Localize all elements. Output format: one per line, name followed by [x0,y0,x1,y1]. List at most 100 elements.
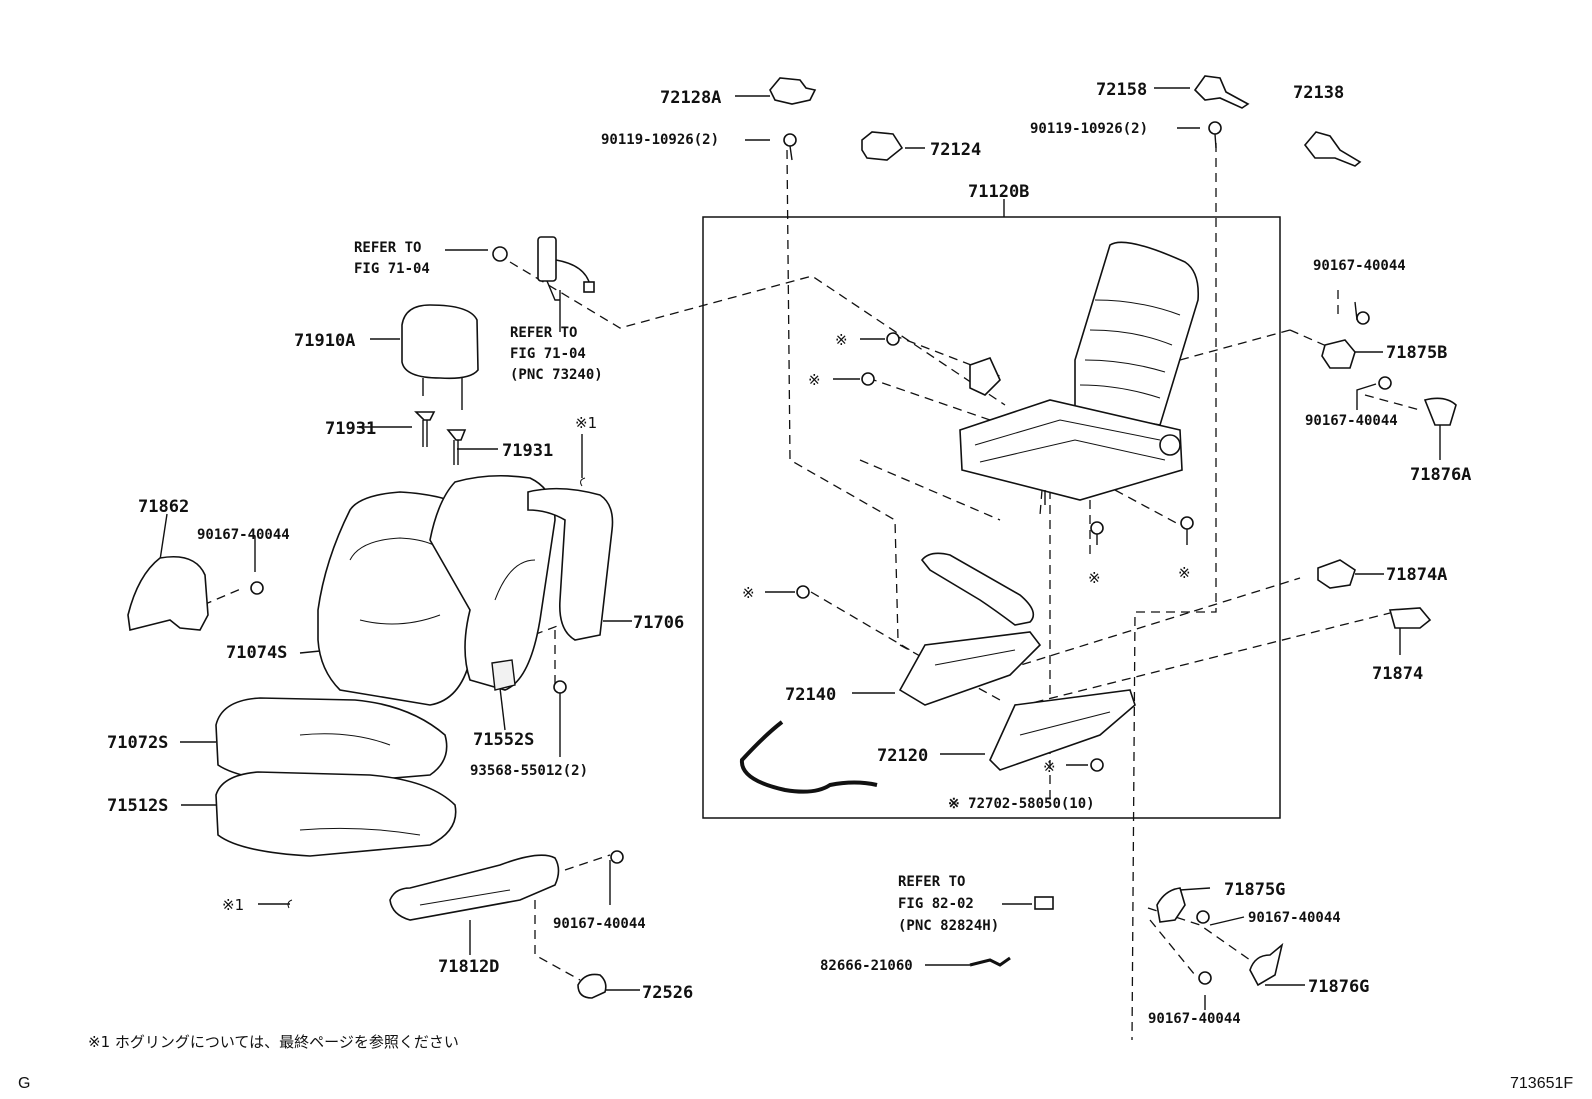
bolt-icon [1090,758,1104,772]
refer-fig-label: FIG 71-04 [354,261,430,277]
cover-71875g [1156,887,1186,923]
leader-lines [159,87,1441,1010]
label-71072s: 71072S [107,733,168,753]
label-71875b: 71875B [1386,343,1447,363]
label-71874a: 71874A [1386,565,1447,585]
label-90167-left: 90167-40044 [197,527,290,543]
seat-frame-71120b [959,241,1200,505]
seat-rail-bar [920,552,1035,626]
knob-72526 [577,973,607,999]
wire-harness-82666 [969,956,1011,967]
label-72124: 72124 [930,140,981,160]
cover-71876g [1249,942,1284,987]
figure-code: 713651F [1510,1075,1573,1092]
headrest-guide [414,411,436,447]
label-93568: 93568-55012(2) [470,763,588,779]
label-90167-bottom: 90167-40044 [553,916,646,932]
seat-frame-assembly-box [702,216,1281,819]
bolt-icon [610,850,624,864]
hog-ring-icon [287,899,293,909]
label-71812d: 71812D [438,957,499,977]
side-cover-seam [419,889,511,906]
cover-71874 [1388,607,1432,629]
corner-letter: G [18,1075,30,1092]
label-72138: 72138 [1293,83,1344,103]
label-90119-right: 90119-10926(2) [1030,121,1148,137]
cushion-cover-seam [299,733,391,746]
label-71931-left: 71931 [325,419,376,439]
label-90167-r1: 90167-40044 [1313,258,1406,274]
label-71874: 71874 [1372,664,1423,684]
seatback-pad-seam [494,559,536,601]
label-90167-r2: 90167-40044 [1305,413,1398,429]
label-71074s: 71074S [226,643,287,663]
refer-to-label: REFER TO [510,325,577,341]
label-72140: 72140 [785,685,836,705]
adjuster-lever [739,720,878,794]
ref-mark-icon: ※ [1043,758,1056,776]
seatback-cover-seam [359,614,441,625]
connector-82824h [1034,896,1054,910]
label-71910a: 71910A [294,331,355,351]
refer-pnc-label: (PNC 82824H) [898,918,999,934]
label-71512s: 71512S [107,796,168,816]
ref-mark-icon: ※ [1178,564,1191,582]
cover-71875b [1321,339,1356,369]
label-71862: 71862 [138,497,189,517]
ref-mark-icon: ※ [835,331,848,349]
bolt-icon [1180,516,1194,545]
bracket-72124 [861,131,904,161]
headrest-guide [446,429,467,465]
refer-fig-label: FIG 71-04 [510,346,586,362]
hog-ring-icon [580,477,586,487]
seat-belt-buckle [537,236,595,301]
bolt-icon [783,133,797,161]
clip-icon [492,246,508,262]
refer-pnc-label: (PNC 73240) [510,367,603,383]
trim-71552s [491,659,516,691]
label-71876a: 71876A [1410,465,1471,485]
label-90167-g1: 90167-40044 [1248,910,1341,926]
label-72158: 72158 [1096,80,1147,100]
seatback-board-71706 [527,487,614,641]
cover-71874a [1317,559,1356,589]
label-82666: 82666-21060 [820,958,913,974]
label-71875g: 71875G [1224,880,1285,900]
bracket-72138 [1303,131,1362,167]
cushion-cover-71072s [215,697,448,786]
ref-mark-icon: ※ [808,371,821,389]
ref-mark-icon: ※ [1088,569,1101,587]
label-71876g: 71876G [1308,977,1369,997]
bracket-72128a [769,77,817,105]
bolt-icon [1378,376,1392,390]
label-72526: 72526 [642,983,693,1003]
bolt-icon [250,581,264,595]
side-cover-71812d [389,854,560,921]
bolt-icon [553,680,567,700]
label-90119-left: 90119-10926(2) [601,132,719,148]
label-71706: 71706 [633,613,684,633]
label-72128a: 72128A [660,88,721,108]
seat-adjuster-72140 [898,631,1042,706]
adjuster-detail [934,649,1016,666]
label-90167-g2: 90167-40044 [1148,1011,1241,1027]
bolt-icon [886,332,900,346]
refer-fig-label: FIG 82-02 [898,896,974,912]
label-mark1-bottom: ※1 [222,896,244,914]
cushion-pad-71512s [215,771,457,857]
label-71931-right: 71931 [502,441,553,461]
bolt-icon [1198,971,1212,985]
frame-bracket [969,357,1001,396]
adjuster-detail [1019,711,1111,736]
bolt-icon [1208,121,1222,149]
bolt-icon [1356,311,1370,325]
side-shield-71862 [127,556,209,631]
bolt-icon [1090,521,1104,545]
bolt-icon [796,585,810,599]
bracket-72158 [1193,75,1250,109]
part-labels: 72128A 72124 72158 72138 71120B 90119-10… [107,80,1471,1027]
refer-to-label: REFER TO [898,874,965,890]
ref-mark-icon: ※ [742,584,755,602]
hog-ring-footnote: ※1 ホグリングについては、最終ページを参照ください [88,1033,459,1051]
